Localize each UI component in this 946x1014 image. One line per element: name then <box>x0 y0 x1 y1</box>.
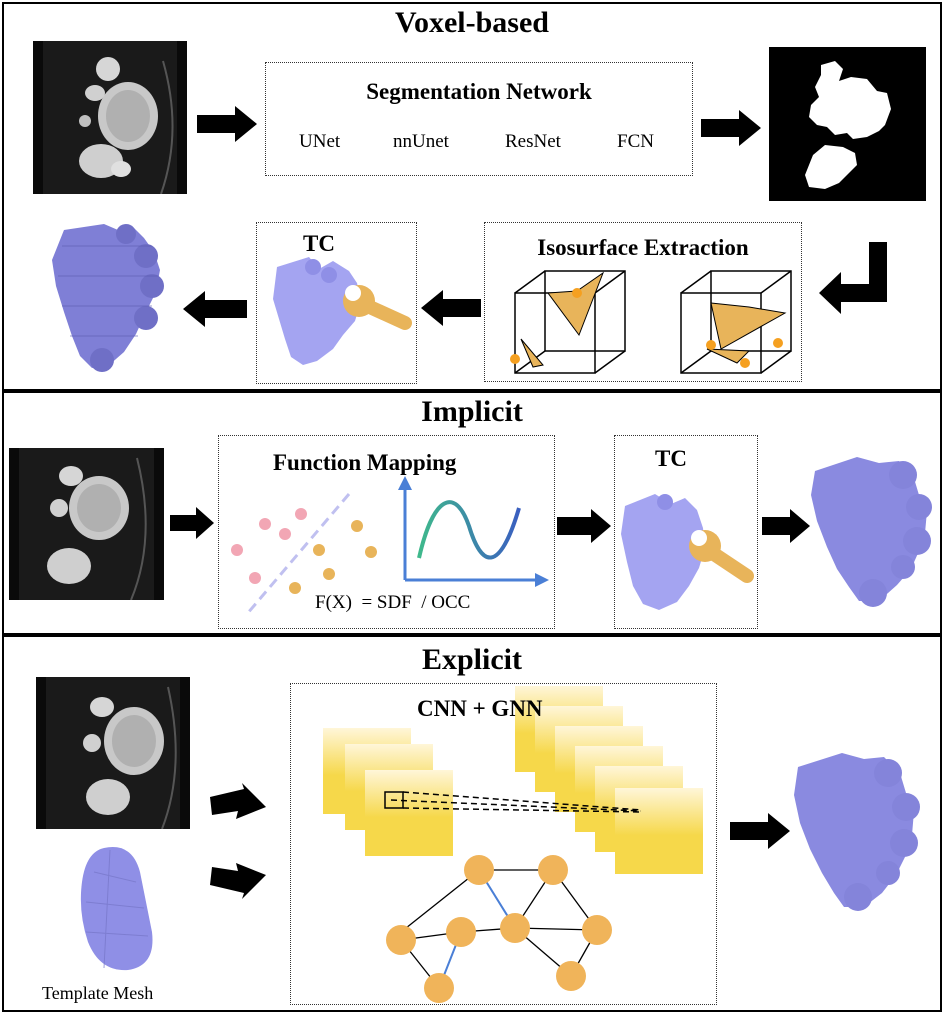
explicit-panel: Explicit Template Mesh <box>2 635 942 1012</box>
tc-mesh-tool-graphic <box>273 257 412 365</box>
ct-scan-image <box>36 677 190 829</box>
function-mapping-title: Function Mapping <box>273 450 457 475</box>
ct-scan-graphic <box>33 41 187 194</box>
tc-label: TC <box>655 446 687 471</box>
arrow-right-icon <box>170 507 214 539</box>
cnn-gnn-graphic <box>323 686 703 1003</box>
tc-label: TC <box>303 231 335 256</box>
template-mesh-graphic <box>80 847 153 971</box>
segmentation-network-box: Segmentation Network UNet nnUnet ResNet … <box>265 62 693 176</box>
template-mesh-caption: Template Mesh <box>42 983 154 1003</box>
arrow-right-icon <box>762 509 810 543</box>
arrow-left-icon <box>183 291 247 327</box>
network-resnet-label: ResNet <box>505 131 561 152</box>
voxel-based-panel: Voxel-based Segmentation Network UNet nn… <box>2 2 942 391</box>
arrow-right-icon <box>701 110 761 146</box>
arrow-right-icon <box>210 863 266 899</box>
arrow-left-icon <box>421 290 481 326</box>
network-nnunet-label: nnUnet <box>393 131 449 152</box>
explicit-mesh-result-graphic <box>794 753 920 911</box>
function-formula: F(X) = SDF / OCC <box>315 592 471 613</box>
segmentation-mask-image <box>769 47 926 201</box>
explicit-title: Explicit <box>421 643 522 676</box>
cnn-gnn-title: CNN + GNN <box>417 696 543 721</box>
arrow-right-icon <box>197 106 257 142</box>
topology-correction-box: TC <box>614 435 758 629</box>
isosurface-extraction-title: Isosurface Extraction <box>537 235 749 260</box>
isosurface-extraction-box: Isosurface Extraction <box>484 222 802 382</box>
implicit-panel: Implicit Function Mapping <box>2 391 942 635</box>
ct-scan-image <box>33 41 187 194</box>
arrow-right-icon <box>730 813 790 849</box>
network-fcn-label: FCN <box>617 131 654 152</box>
voxel-mesh-result-graphic <box>52 224 164 372</box>
implicit-title: Implicit <box>421 395 523 428</box>
segmentation-network-title: Segmentation Network <box>366 79 592 104</box>
function-mapping-box: Function Mapping F(X <box>218 435 555 629</box>
ct-scan-graphic <box>9 448 164 600</box>
function-mapping-graphic <box>231 476 549 615</box>
topology-correction-box: TC <box>256 222 417 384</box>
ct-scan-image <box>9 448 164 600</box>
return-arrow-icon <box>819 242 887 314</box>
cnn-gnn-box: CNN + GNN <box>290 683 717 1005</box>
marching-cubes-graphic <box>510 270 792 374</box>
smooth-mesh-result-graphic <box>811 457 932 607</box>
segmentation-mask-graphic <box>769 47 926 201</box>
ct-scan-graphic <box>36 677 190 829</box>
voxel-based-title: Voxel-based <box>395 6 549 39</box>
tc-mesh-tool-graphic <box>621 494 754 610</box>
arrow-right-icon <box>210 783 266 819</box>
network-unet-label: UNet <box>299 131 341 152</box>
arrow-right-icon <box>557 509 611 543</box>
